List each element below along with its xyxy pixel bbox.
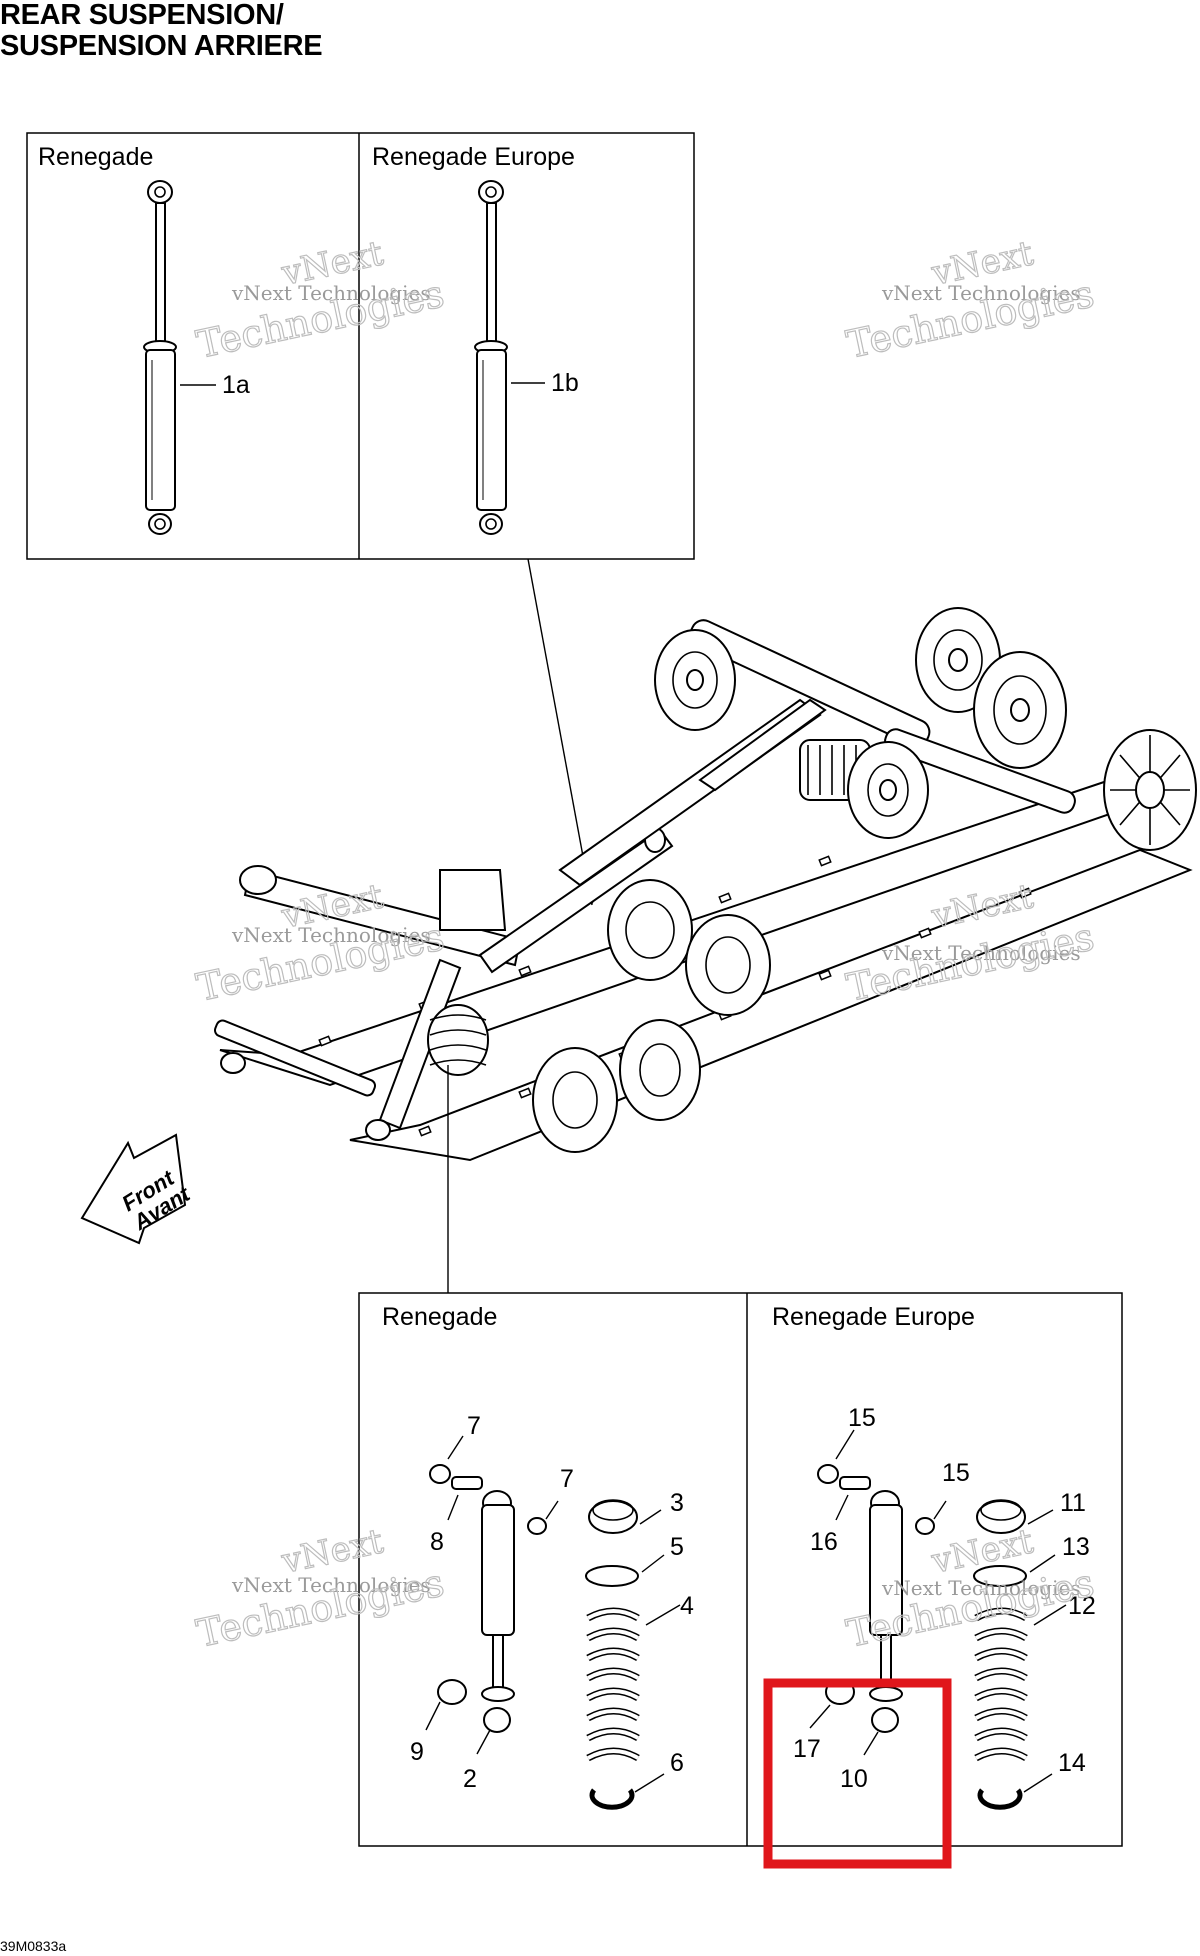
watermark-top-right: vNext vNext Technologies Technologies <box>842 233 1098 368</box>
watermark-bottom-left: vNext vNext Technologies Technologies <box>192 1521 448 1657</box>
bottom-left-panel-label: Renegade <box>382 1303 497 1331</box>
svg-text:vNext Technologies: vNext Technologies <box>231 923 431 947</box>
bogie-wheel-front-2 <box>619 1019 701 1121</box>
callout-1a: 1a <box>222 371 250 399</box>
top-left-panel-label: Renegade <box>38 143 153 171</box>
shock-absorber-1b <box>474 180 508 535</box>
title-line-2: SUSPENSION ARRIERE <box>0 30 323 62</box>
diagram-title: REAR SUSPENSION/ SUSPENSION ARRIERE <box>0 0 323 62</box>
idler-wheel-rear <box>1103 729 1197 851</box>
bogie-wheel-center <box>685 914 771 1016</box>
front-direction-arrow: Front Avant <box>80 1133 196 1245</box>
bogie-wheel-upper <box>607 879 693 981</box>
callout-1b: 1b <box>551 369 579 397</box>
rear-suspension-assembly <box>214 607 1197 1162</box>
front-arm-shock-link <box>378 958 462 1130</box>
bottom-panel-group: Renegade Renegade Europe 7 7 <box>358 1292 1123 1847</box>
svg-text:vNext Technologies: vNext Technologies <box>881 941 1081 965</box>
callout-13: 13 <box>1062 1533 1090 1561</box>
center-shock-renegade <box>429 1464 547 1733</box>
callout-15-lower: 15 <box>942 1459 970 1487</box>
bogie-wheel-front-1 <box>532 1047 618 1153</box>
svg-text:vNext Technologies: vNext Technologies <box>231 1573 431 1597</box>
callout-17: 17 <box>793 1735 821 1763</box>
top-right-panel-label: Renegade Europe <box>372 143 575 171</box>
callout-15-upper: 15 <box>848 1404 876 1432</box>
callout-4: 4 <box>680 1592 694 1620</box>
callout-14: 14 <box>1058 1749 1086 1777</box>
callout-6: 6 <box>670 1749 684 1777</box>
top-panel-group: Renegade Renegade Europe 1a 1b <box>26 132 695 560</box>
callout-10: 10 <box>840 1765 868 1793</box>
center-bracket <box>439 869 507 931</box>
callout-16: 16 <box>810 1528 838 1556</box>
watermark-top-left: vNext vNext Technologies Technologies <box>192 233 448 368</box>
svg-text:vNext Technologies: vNext Technologies <box>881 281 1081 305</box>
coil-spring-renegade-europe <box>973 1499 1028 1810</box>
drawing-code: 39M0833a <box>0 1938 67 1954</box>
bottom-right-panel-label: Renegade Europe <box>772 1303 975 1331</box>
highlight-box <box>763 1678 952 1869</box>
callout-5: 5 <box>670 1533 684 1561</box>
watermark-mid-left: vNext vNext Technologies Technologies <box>192 876 448 1011</box>
callout-8: 8 <box>430 1528 444 1556</box>
svg-text:vNext Technologies: vNext Technologies <box>231 281 431 305</box>
callout-12: 12 <box>1068 1592 1096 1620</box>
callout-7-upper: 7 <box>467 1412 481 1440</box>
title-line-1: REAR SUSPENSION/ <box>0 0 284 31</box>
idler-wheel-mid <box>973 651 1067 769</box>
front-bumper-pivot <box>220 1052 391 1141</box>
shock-absorber-1a <box>143 180 177 535</box>
coil-spring-renegade <box>585 1499 640 1810</box>
bottom-panel-frame <box>358 1292 1123 1847</box>
callout-3: 3 <box>670 1489 684 1517</box>
svg-text:vNext Technologies: vNext Technologies <box>881 1576 1081 1600</box>
callout-11: 11 <box>1060 1489 1086 1517</box>
connector-top-to-frame <box>527 558 593 906</box>
top-panel-frame <box>26 132 695 560</box>
callout-2: 2 <box>463 1765 477 1793</box>
callout-7-lower: 7 <box>560 1465 574 1493</box>
idler-wheel-top-left <box>654 629 736 731</box>
callout-9: 9 <box>410 1738 424 1766</box>
idler-wheel-center <box>847 741 929 839</box>
